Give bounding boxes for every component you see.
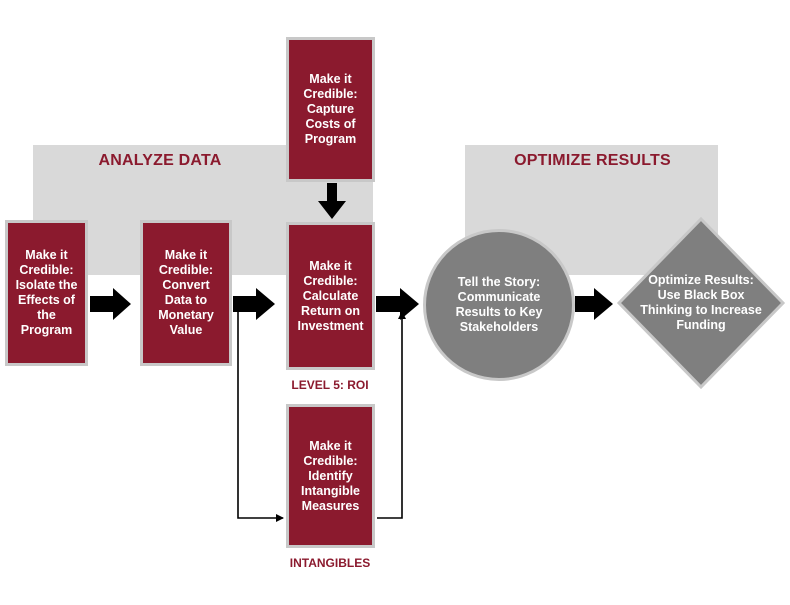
analyze-data-title: ANALYZE DATA xyxy=(98,152,222,169)
arrow-circle-to-diamond xyxy=(575,288,613,320)
capture-costs-box: Make it Credible: Capture Costs of Progr… xyxy=(286,37,375,182)
optimize-results-title: OPTIMIZE RESULTS xyxy=(514,152,671,169)
optimize-results-diamond-label: Optimize Results: Use Black Box Thinking… xyxy=(640,273,762,332)
isolate-effects-box: Make it Credible: Isolate the Effects of… xyxy=(5,220,88,366)
connector-convert-to-intangibles xyxy=(237,304,284,522)
connector-intangibles-to-circle-path xyxy=(377,311,406,519)
tell-the-story-circle: Tell the Story: Communicate Results to K… xyxy=(423,229,575,381)
optimize-results-diamond xyxy=(616,216,786,390)
intangibles-caption: INTANGIBLES xyxy=(289,556,371,570)
arrow-costs-to-calculate xyxy=(318,183,346,219)
calculate-roi-box: Make it Credible: Calculate Return on In… xyxy=(286,222,375,370)
convert-data-box: Make it Credible: Convert Data to Moneta… xyxy=(140,220,232,366)
arrow-convert-to-calculate xyxy=(233,288,275,320)
identify-intangibles-box: Make it Credible: Identify Intangible Me… xyxy=(286,404,375,548)
arrow-isolate-to-convert xyxy=(90,288,131,320)
arrow-calculate-to-circle xyxy=(376,288,419,320)
level5-roi-caption: LEVEL 5: ROI xyxy=(291,378,369,392)
